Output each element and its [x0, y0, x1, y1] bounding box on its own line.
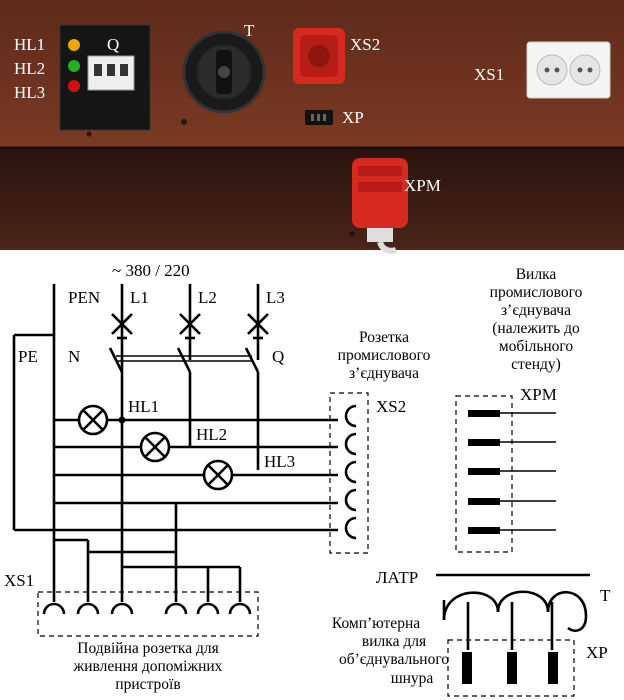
label-xs1: XS1 — [4, 571, 34, 590]
photo-label-q: Q — [107, 35, 119, 54]
photo-label-xs1: XS1 — [474, 65, 504, 84]
stand-photo: HL1 HL2 HL3 Q T XS2 XP XS1 — [0, 0, 624, 254]
plug-caption-line-6: стенду) — [511, 356, 561, 373]
socket-caption-line-3: з’єднувача — [349, 365, 419, 382]
label-q: Q — [272, 347, 284, 366]
label-n: N — [68, 347, 80, 366]
double-socket-caption-line-3: пристроїв — [115, 676, 180, 693]
photo-label-xs2: XS2 — [350, 35, 380, 54]
label-hl3: HL3 — [264, 452, 295, 471]
double-socket-caption-line-1: Подвійна розетка для — [77, 640, 218, 657]
label-t: T — [600, 586, 611, 605]
phase-l3 — [244, 284, 269, 470]
label-xpm: XPM — [520, 385, 557, 404]
label-voltage: ~ 380 / 220 — [112, 261, 190, 280]
socket-xs2 — [329, 392, 369, 554]
socket-caption-line-1: Розетка — [359, 329, 409, 346]
label-hl1: HL1 — [128, 397, 159, 416]
lamp-hl1 — [77, 404, 338, 436]
indicator-lamp-hl3 — [68, 80, 80, 92]
double-socket-xs1-wiring — [54, 503, 242, 602]
plug-caption-line-2: промислового — [490, 284, 583, 301]
phase-l2 — [176, 284, 201, 447]
photo-label-hl1: HL1 — [14, 35, 45, 54]
phase-l1 — [108, 284, 133, 602]
plug-xpm — [455, 395, 556, 553]
socket-caption-line-2: промислового — [338, 347, 431, 364]
label-l1: L1 — [130, 288, 149, 307]
plug-caption-line-5: мобільного — [499, 338, 574, 355]
photo-label-xpm: XPM — [404, 176, 441, 195]
plug-caption-line-1: Вилка — [516, 266, 557, 283]
wiring-diagram: ~ 380 / 220 PEN L1 L2 L3 PE N Q — [4, 261, 611, 697]
computer-plug-caption-line-4: шнура — [391, 670, 434, 687]
lamp-hl2 — [54, 431, 338, 463]
label-hl2: HL2 — [196, 425, 227, 444]
lamp-hl3 — [54, 459, 338, 491]
plug-caption-line-3: з’єднувача — [501, 302, 571, 319]
computer-plug-caption-line-3: об’єднувального — [339, 651, 449, 668]
label-l3: L3 — [266, 288, 285, 307]
plug-caption-line-4: (належить до — [492, 320, 580, 337]
indicator-lamp-hl2 — [68, 60, 80, 72]
computer-plug-xp — [447, 639, 575, 697]
double-socket-caption-line-2: живлення допоміжних — [73, 658, 223, 675]
label-latr: ЛАТР — [376, 568, 418, 587]
photo-label-hl2: HL2 — [14, 59, 45, 78]
lower-panel — [0, 148, 624, 250]
photo-label-hl3: HL3 — [14, 83, 45, 102]
photo-label-xp: XP — [342, 108, 364, 127]
label-xp: XP — [586, 643, 608, 662]
label-pen: PEN — [68, 288, 100, 307]
computer-plug-caption-line-2: вилка для — [362, 633, 426, 650]
label-xs2: XS2 — [376, 397, 406, 416]
double-socket-xs1 — [37, 591, 259, 637]
autotransformer-latr — [436, 573, 590, 650]
photo-label-t: T — [244, 21, 255, 40]
computer-plug-caption-line-1: Комп’ютерна — [332, 615, 420, 632]
label-pe: PE — [18, 347, 38, 366]
indicator-lamp-hl1 — [68, 39, 80, 51]
label-l2: L2 — [198, 288, 217, 307]
